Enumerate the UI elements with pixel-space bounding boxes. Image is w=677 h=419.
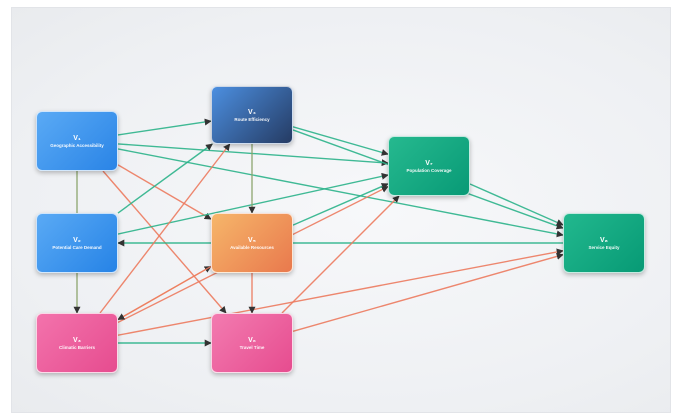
edge-v2-v7 [117, 172, 389, 235]
node-id: V₂ [73, 236, 81, 244]
edge-v5-v3 [117, 265, 212, 321]
edge-v1-v6 [102, 170, 227, 314]
edge-v4-v7 [292, 126, 389, 156]
node-service-equity[interactable]: V₈ Service Equity [563, 213, 645, 273]
node-label: Potential Care Demand [52, 244, 102, 250]
node-potential-care-demand[interactable]: V₂ Potential Care Demand [36, 213, 118, 273]
node-label: Geographic Accessibility [50, 142, 104, 148]
edge-v3-v8 [117, 248, 564, 336]
node-label: Travel Time [239, 344, 265, 350]
node-route-efficiency[interactable]: V₄ Route Efficiency [211, 86, 293, 144]
node-travel-time[interactable]: V₆ Travel Time [211, 313, 293, 373]
node-label: Route Efficiency [234, 116, 270, 122]
node-label: Climatic Barriers [58, 344, 96, 350]
edge-v1-v4 [117, 118, 212, 136]
node-id: V₇ [425, 159, 433, 167]
node-population-coverage[interactable]: V₇ Population Coverage [388, 136, 470, 196]
node-id: V₆ [248, 336, 256, 344]
edge-v5-v7 [292, 183, 389, 226]
edge-v7-v8 [469, 183, 564, 226]
edge-v1-v7 [117, 143, 389, 167]
node-id: V₃ [73, 336, 81, 344]
node-id: V₅ [248, 236, 256, 244]
edge-v1-v5 [117, 164, 212, 220]
edge-v6-v7 [281, 195, 400, 314]
node-geographic-accessibility[interactable]: V₁ Geographic Accessibility [36, 111, 118, 171]
edge-v2-v4 [117, 143, 213, 214]
node-label: Service Equity [588, 244, 620, 250]
edge-v3-v4 [99, 143, 231, 314]
node-climatic-barriers[interactable]: V₃ Climatic Barriers [36, 313, 118, 373]
node-available-resources[interactable]: V₅ Available Resources [211, 213, 293, 273]
edge-v6-v8 [292, 253, 564, 333]
node-id: V₄ [247, 108, 256, 116]
node-id: V₈ [600, 236, 608, 244]
node-label: Available Resources [230, 244, 274, 250]
node-label: Population Coverage [406, 167, 452, 173]
edge-v1-v8 [117, 148, 564, 238]
node-id: V₁ [73, 134, 81, 142]
